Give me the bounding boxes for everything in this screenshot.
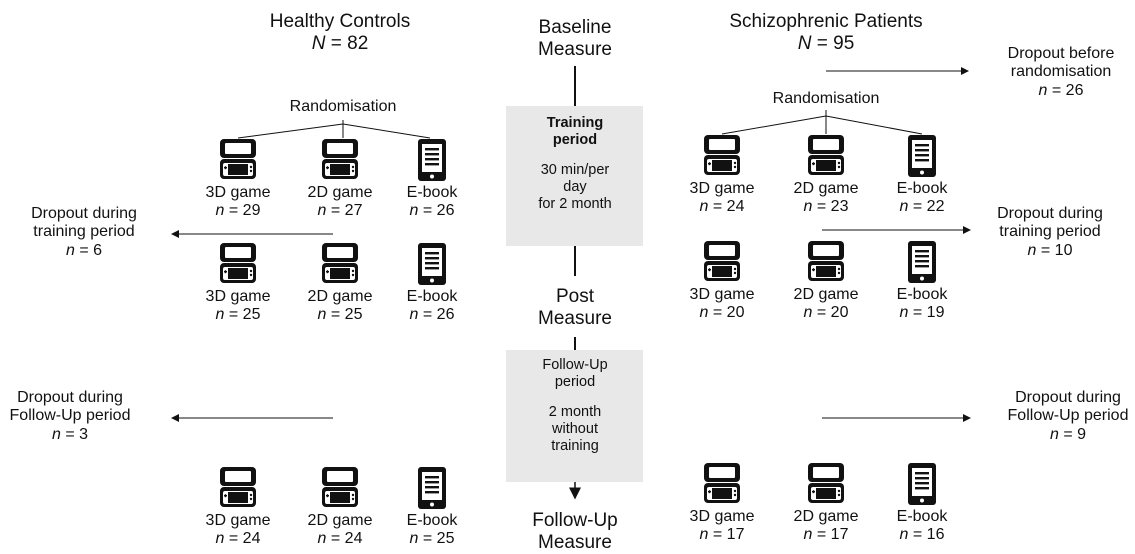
right-randomisation-label: Randomisation	[772, 90, 880, 107]
group-name: 2D game	[307, 288, 373, 305]
right-tree-branch-3	[825, 115, 923, 135]
group-count: n = 16	[899, 526, 945, 544]
right-tree-branch-1	[721, 115, 827, 135]
ebook-icon	[417, 242, 447, 291]
console-icon	[218, 242, 258, 289]
left-dropout-training-text: Dropout during training period n = 6	[31, 205, 137, 259]
console-icon	[702, 134, 742, 181]
left-randomisation-label: Randomisation	[289, 98, 397, 115]
group-count: n = 26	[409, 202, 455, 220]
left-tree-branch-3	[342, 123, 431, 139]
followup-period-box	[506, 350, 643, 482]
group-count: n = 17	[803, 526, 849, 544]
group-name: E-book	[406, 184, 458, 201]
group-count: n = 26	[409, 306, 455, 324]
ebook-icon	[907, 240, 937, 289]
group-count: n = 24	[215, 530, 261, 548]
group-name: 2D game	[793, 286, 859, 303]
group-count: n = 29	[215, 202, 261, 220]
group-name: E-book	[896, 180, 948, 197]
group-name: E-book	[896, 508, 948, 525]
group-count: n = 27	[317, 202, 363, 220]
left-dropout-followup-text: Dropout during Follow-Up period n = 3	[9, 389, 131, 443]
group-count: n = 24	[699, 198, 745, 216]
training-period-box	[506, 106, 643, 246]
console-icon	[806, 134, 846, 181]
group-name: E-book	[896, 286, 948, 303]
group-count: n = 17	[699, 526, 745, 544]
group-count: n = 25	[409, 530, 455, 548]
left-tree-branch-1	[237, 123, 344, 139]
group-name: 3D game	[689, 286, 755, 303]
right-dropout-before-text: Dropout before randomisation n = 26	[1007, 45, 1115, 99]
group-name: 2D game	[307, 184, 373, 201]
training-period-text: Training period 30 min/per day for 2 mon…	[538, 115, 612, 212]
console-icon	[320, 138, 360, 185]
ebook-icon	[907, 462, 937, 511]
ebook-icon	[907, 134, 937, 183]
console-icon	[320, 466, 360, 513]
ebook-icon	[417, 138, 447, 187]
group-count: n = 25	[215, 306, 261, 324]
group-count: n = 20	[803, 304, 849, 322]
group-name: 2D game	[793, 180, 859, 197]
followup-period-text: Follow-Up period 2 month without trainin…	[542, 357, 608, 454]
group-count: n = 19	[899, 304, 945, 322]
group-name: 3D game	[205, 184, 271, 201]
console-icon	[806, 462, 846, 509]
group-count: n = 22	[899, 198, 945, 216]
group-name: E-book	[406, 512, 458, 529]
schizophrenic-patients-n: N = 95	[797, 33, 855, 54]
healthy-controls-n: N = 82	[311, 33, 369, 54]
group-name: E-book	[406, 288, 458, 305]
group-count: n = 23	[803, 198, 849, 216]
group-name: 3D game	[205, 288, 271, 305]
group-count: n = 20	[699, 304, 745, 322]
group-name: 3D game	[205, 512, 271, 529]
group-count: n = 24	[317, 530, 363, 548]
group-name: 3D game	[689, 180, 755, 197]
ebook-icon	[417, 466, 447, 515]
console-icon	[806, 240, 846, 287]
console-icon	[320, 242, 360, 289]
console-icon	[702, 462, 742, 509]
console-icon	[218, 466, 258, 513]
healthy-controls-title: Healthy Controls	[269, 11, 411, 32]
group-count: n = 25	[317, 306, 363, 324]
console-icon	[702, 240, 742, 287]
group-name: 2D game	[793, 508, 859, 525]
group-name: 3D game	[689, 508, 755, 525]
group-name: 2D game	[307, 512, 373, 529]
right-dropout-training-text: Dropout during training period n = 10	[997, 205, 1103, 259]
schizophrenic-patients-title: Schizophrenic Patients	[729, 11, 923, 32]
right-dropout-followup-text: Dropout during Follow-Up period n = 9	[1007, 389, 1129, 443]
console-icon	[218, 138, 258, 185]
